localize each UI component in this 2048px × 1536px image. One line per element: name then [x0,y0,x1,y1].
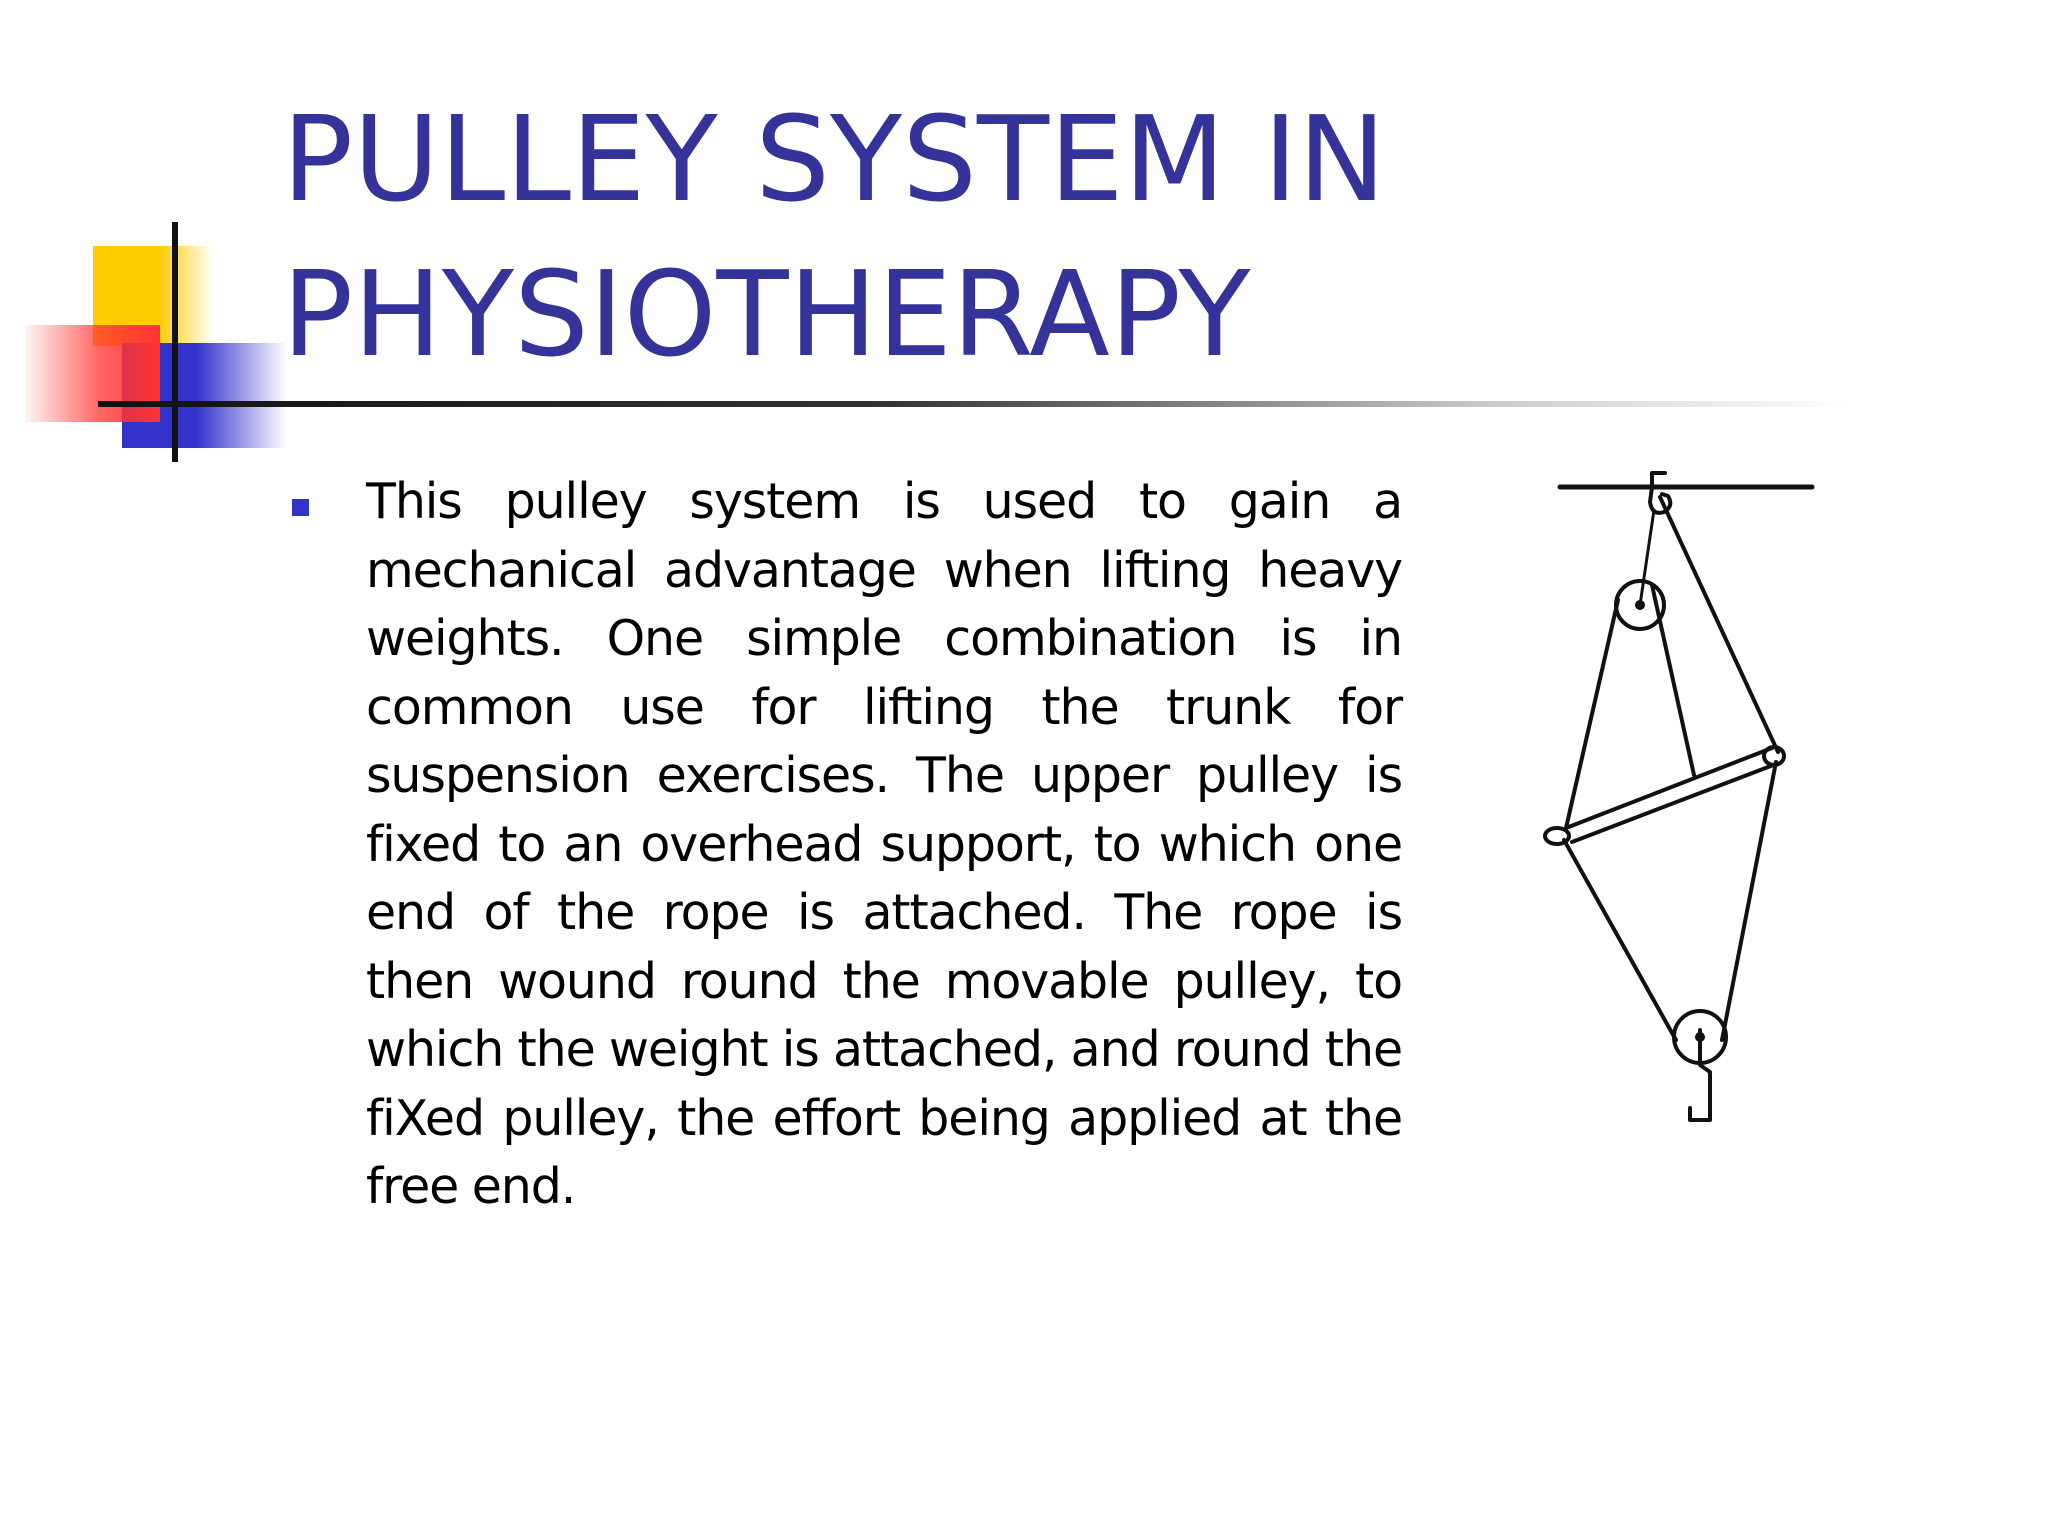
bullet-text: This pulley system is used to gain a mec… [366,473,1403,1215]
spreader-bar [1564,746,1774,830]
slide-title: PULLEY SYSTEM IN PHYSIOTHERAPY [282,82,1782,392]
decor-vertical-line [172,222,178,462]
spreader-bar-end [1543,826,1571,846]
rope-segment [1564,598,1620,830]
rope-segment [1650,583,1696,777]
bullet-marker [292,499,309,516]
rope-segment [1562,838,1678,1042]
rope-segment [1658,495,1780,754]
top-hook-icon [1648,471,1673,515]
fixed-pulley-axle [1638,508,1656,607]
title-underline-rule [98,401,1850,407]
slide-title-line-1: PULLEY SYSTEM IN [282,90,1387,228]
rope-segment [1720,760,1778,1042]
slide-title-line-2: PHYSIOTHERAPY [282,245,1251,383]
decor-red-square [25,325,160,422]
weight-hook-icon [1688,1028,1712,1122]
pulley-system-diagram [1543,471,1815,1122]
